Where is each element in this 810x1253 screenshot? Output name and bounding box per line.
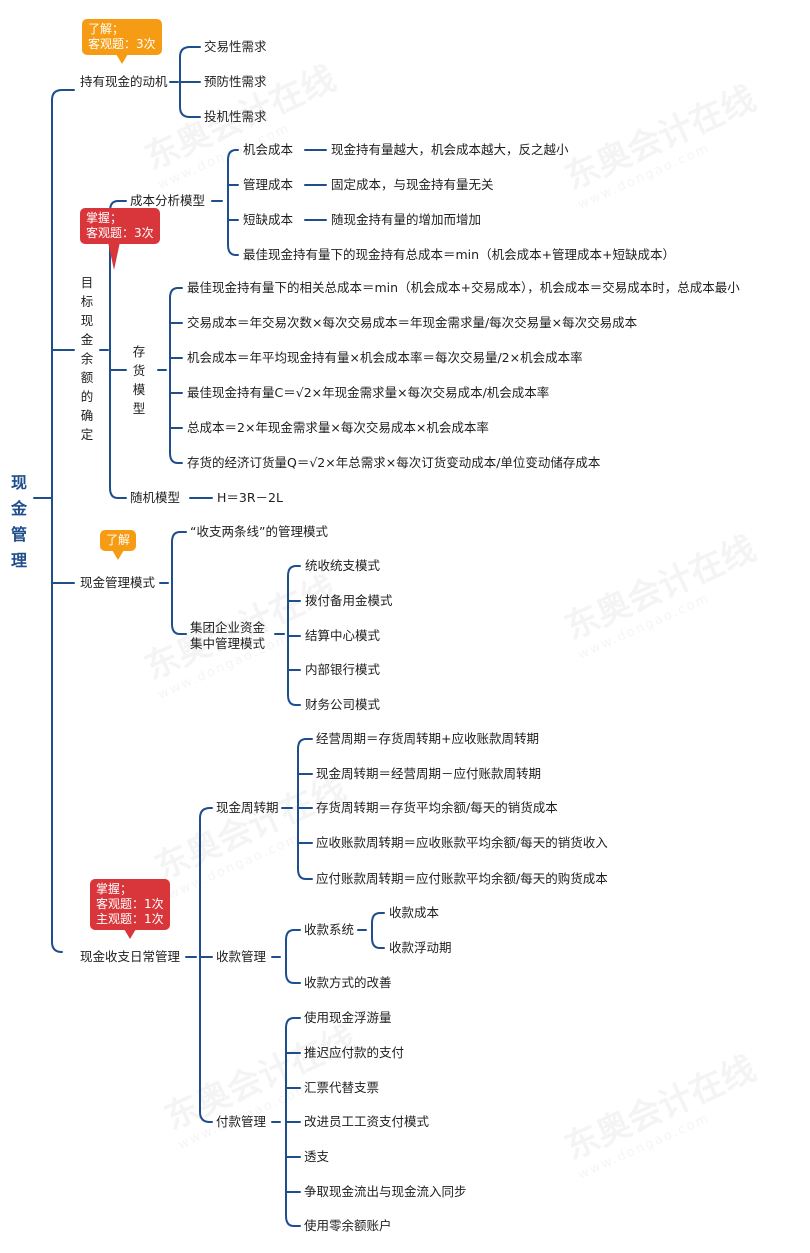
- node-target: 目标现金余额的确定: [80, 275, 94, 442]
- node-payment: 付款管理: [216, 1114, 267, 1129]
- node-inventory-item: 机会成本＝年平均现金持有量×机会成本率＝每次交易量/2×机会成本率: [187, 350, 583, 365]
- node-payment-item: 使用零余额账户: [304, 1218, 392, 1233]
- node-group-item: 拨付备用金模式: [305, 593, 393, 608]
- node-payment-item: 推迟应付款的支付: [304, 1045, 405, 1060]
- node-turnover: 现金周转期: [216, 800, 279, 815]
- node-inventory-item: 总成本＝2×年现金需求量×每次交易成本×机会成本率: [187, 420, 489, 435]
- node-random-model: 随机模型: [130, 490, 181, 505]
- node-payment-item: 争取现金流出与现金流入同步: [304, 1184, 467, 1199]
- node-inventory-item: 交易成本＝年交易次数×每次交易成本＝年现金需求量/每次交易量×每次交易成本: [187, 315, 638, 330]
- badge-target: 掌握； 客观题：3次: [80, 208, 160, 270]
- node-motive: 持有现金的动机: [80, 74, 168, 89]
- node-turnover-item: 存货周转期＝存货平均余额/每天的销货成本: [316, 800, 558, 815]
- node-collection: 收款管理: [216, 949, 267, 964]
- node-motive-item: 交易性需求: [204, 39, 267, 54]
- node-group-mode: 集团企业资金集中管理模式: [190, 620, 266, 651]
- node-payment-item: 使用现金浮游量: [304, 1010, 392, 1025]
- node-cost-desc: 现金持有量越大，机会成本越大，反之越小: [331, 142, 569, 157]
- node-cost-item: 管理成本: [243, 177, 294, 192]
- node-inventory-item: 存货的经济订货量Q＝√2×年总需求×每次订货变动成本/单位变动储存成本: [187, 455, 601, 470]
- node-collection-system: 收款系统: [304, 922, 355, 937]
- node-collection-improve: 收款方式的改善: [304, 975, 392, 990]
- node-cost-summary: 最佳现金持有量下的现金持有总成本＝min（机会成本+管理成本+短缺成本）: [243, 247, 676, 262]
- node-payment-item: 透支: [304, 1149, 330, 1164]
- root-title: 现金管理: [10, 473, 27, 570]
- node-group-item: 统收统支模式: [305, 558, 381, 573]
- node-inventory-item: 最佳现金持有量C＝√2×年现金需求量×每次交易成本/机会成本率: [187, 385, 550, 400]
- node-group-item: 内部银行模式: [305, 662, 381, 677]
- node-inventory-item: 最佳现金持有量下的相关总成本＝min（机会成本+交易成本），机会成本＝交易成本时…: [187, 280, 740, 295]
- node-cost-desc: 固定成本，与现金持有量无关: [331, 177, 494, 192]
- node-turnover-item: 经营周期＝存货周转期+应收账款周转期: [316, 731, 539, 746]
- node-payment-item: 汇票代替支票: [304, 1080, 380, 1095]
- node-cost-model: 成本分析模型: [130, 193, 206, 208]
- node-cost-desc: 随现金持有量的增加而增加: [331, 212, 482, 227]
- node-two-lines: “收支两条线”的管理模式: [190, 524, 328, 539]
- node-cost-item: 机会成本: [243, 142, 294, 157]
- node-motive-item: 投机性需求: [204, 109, 267, 124]
- node-turnover-item: 应付账款周转期＝应付账款平均余额/每天的购货成本: [316, 871, 608, 886]
- node-motive-item: 预防性需求: [204, 74, 267, 89]
- node-daily: 现金收支日常管理: [80, 949, 181, 964]
- node-collection-system-item: 收款成本: [389, 905, 440, 920]
- node-turnover-item: 应收账款周转期＝应收账款平均余额/每天的销货收入: [316, 835, 608, 850]
- node-group-item: 结算中心模式: [305, 628, 381, 643]
- badge-daily: 掌握； 客观题：1次 主观题：1次: [90, 879, 170, 939]
- badge-motive: 了解； 客观题：3次: [82, 19, 162, 64]
- node-mode: 现金管理模式: [80, 575, 156, 590]
- badge-mode: 了解: [100, 530, 137, 560]
- node-random-formula: H＝3R－2L: [217, 490, 283, 505]
- node-turnover-item: 现金周转期＝经营周期－应付账款周转期: [316, 766, 542, 781]
- node-group-item: 财务公司模式: [305, 697, 381, 712]
- node-collection-system-item: 收款浮动期: [389, 940, 452, 955]
- node-payment-item: 改进员工工资支付模式: [304, 1114, 430, 1129]
- node-inventory-model: 存货模型: [132, 344, 146, 416]
- node-cost-item: 短缺成本: [243, 212, 294, 227]
